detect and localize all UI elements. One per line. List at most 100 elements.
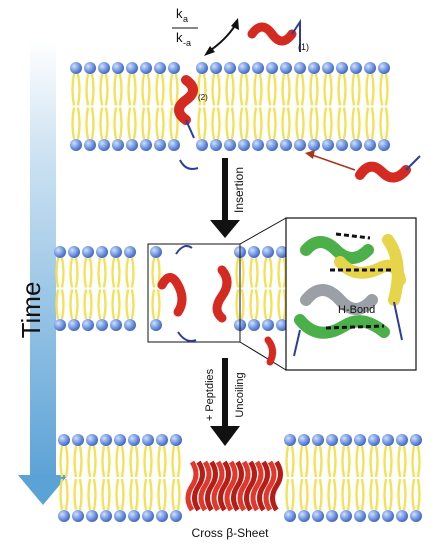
k-on-subscript: a	[183, 14, 188, 24]
lipid-tail	[300, 107, 305, 140]
lipid-head	[382, 510, 394, 522]
lipid-tail	[235, 289, 240, 320]
lipid-tail	[73, 478, 78, 511]
lipid-tail	[129, 445, 134, 478]
lipid-tail	[300, 73, 305, 106]
lipid-tail	[416, 478, 421, 511]
lipid-tail	[235, 257, 240, 288]
lipid-head	[224, 62, 236, 74]
lipid-head	[54, 246, 66, 258]
lipid-tail	[111, 289, 116, 320]
state-2-label: (2)	[198, 93, 208, 102]
lipid-tail	[346, 445, 351, 478]
k-on-label: k	[176, 6, 183, 21]
lipid-tail	[85, 107, 90, 140]
lipid-tail	[92, 478, 97, 511]
lipid-head	[124, 246, 136, 258]
lipid-head	[410, 510, 422, 522]
lipid-head	[354, 510, 366, 522]
lipid-tail	[244, 107, 249, 140]
lipid-tail	[282, 257, 287, 288]
lipid-head	[396, 510, 408, 522]
lipid-head	[262, 319, 274, 331]
lipid-head	[266, 62, 278, 74]
lipid-tail	[69, 257, 74, 288]
beta-strand	[237, 460, 251, 512]
lipid-tail	[388, 445, 393, 478]
lipid-tail	[130, 257, 135, 288]
lipid-tail	[162, 478, 167, 511]
lipid-tail	[129, 478, 134, 511]
lipid-head	[70, 139, 82, 151]
lipid-head	[312, 510, 324, 522]
lipid-tail	[143, 478, 148, 511]
lipid-tail	[134, 478, 139, 511]
lipid-tail	[113, 107, 118, 140]
lipid-tail	[141, 73, 146, 106]
lipid-head	[70, 62, 82, 74]
beta-strand	[185, 460, 199, 512]
lipid-head	[364, 62, 376, 74]
lipid-tail	[384, 107, 389, 140]
lipid-head	[110, 319, 122, 331]
lipid-head	[84, 139, 96, 151]
hbond-inset	[285, 217, 417, 371]
membrane-middle-left	[54, 246, 136, 331]
lipid-tail	[74, 257, 79, 288]
lipid-tail	[323, 73, 328, 106]
lipid-head	[196, 62, 208, 74]
lipid-head	[112, 139, 124, 151]
lipid-head	[196, 139, 208, 151]
beta-strand	[211, 460, 225, 512]
lipid-tail	[370, 73, 375, 106]
lipid-head	[294, 139, 306, 151]
lipid-tail	[230, 107, 235, 140]
lipid-head	[72, 510, 84, 522]
lipid-head	[354, 434, 366, 446]
beta-strand	[257, 460, 270, 512]
lipid-head	[210, 62, 222, 74]
lipid-tail	[299, 478, 304, 511]
lipid-head	[262, 246, 274, 258]
lipid-head	[96, 246, 108, 258]
lipid-head	[98, 62, 110, 74]
lipid-tail	[369, 478, 374, 511]
lipid-tail	[88, 289, 93, 320]
lipid-tail	[328, 107, 333, 140]
time-arrow	[18, 40, 68, 505]
lipid-tail	[55, 289, 60, 320]
lipid-head	[126, 139, 138, 151]
lipid-tail	[355, 445, 360, 478]
lipid-tail	[374, 445, 379, 478]
lipid-head	[276, 246, 288, 258]
lipid-tail	[411, 445, 416, 478]
lipid-tail	[146, 107, 151, 140]
lipid-head	[142, 510, 154, 522]
lipid-head	[280, 62, 292, 74]
membrane-top	[70, 62, 390, 151]
membranes	[54, 62, 422, 522]
beta-strand	[192, 460, 205, 512]
beta-strand	[205, 460, 218, 512]
lipid-tail	[134, 445, 139, 478]
lipid-tail	[244, 73, 249, 106]
lipid-head	[150, 246, 162, 258]
lipid-head	[140, 62, 152, 74]
lipid-tail	[351, 73, 356, 106]
blue-turn-top	[179, 159, 199, 170]
lipid-tail	[197, 73, 202, 106]
lipid-tail	[76, 73, 81, 106]
lipid-tail	[171, 478, 176, 511]
lipid-tail	[299, 445, 304, 478]
lipid-tail	[143, 445, 148, 478]
lipid-tail	[216, 107, 221, 140]
beta-strand	[244, 460, 257, 512]
lipid-tail	[286, 107, 291, 140]
lipid-tail	[60, 289, 65, 320]
lipid-tail	[101, 445, 106, 478]
lipid-tail	[254, 257, 259, 288]
lipid-tail	[102, 289, 107, 320]
lipid-head	[100, 434, 112, 446]
lipid-tail	[106, 478, 111, 511]
